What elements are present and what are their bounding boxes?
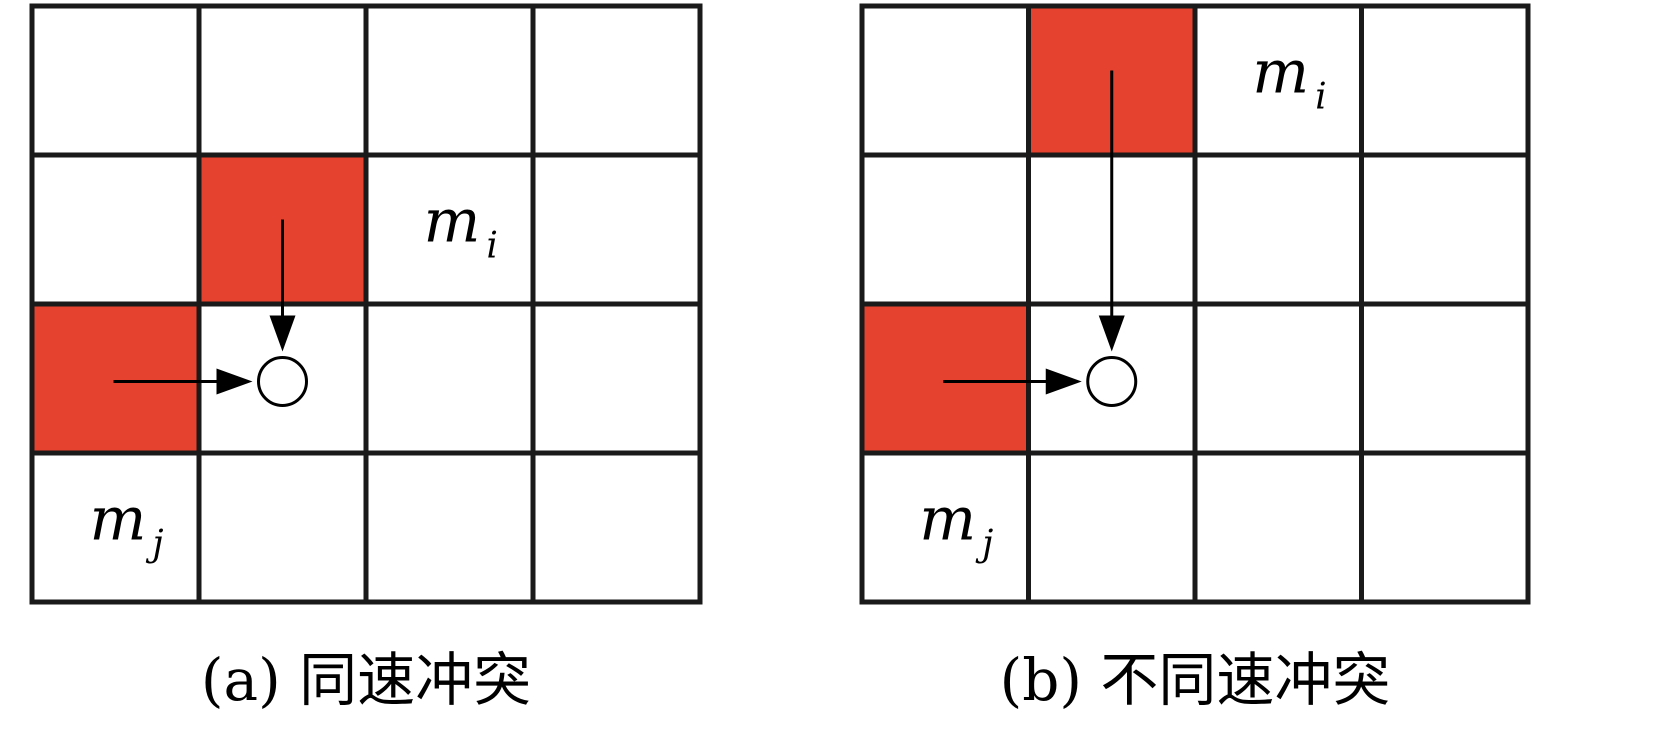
panel-b-grid — [859, 3, 1531, 605]
panel-b-conflict-point — [1086, 356, 1138, 407]
panel-a-caption: (a) 同速冲突 — [201, 646, 531, 714]
arrowhead-right — [216, 368, 253, 395]
arrowhead-right — [1045, 368, 1082, 395]
arrowhead-down — [1098, 315, 1125, 352]
occupied-cell — [32, 304, 199, 453]
panel-a-grid — [29, 3, 703, 605]
conflict-point-circle — [257, 356, 308, 407]
conflict-point-circle — [1086, 356, 1138, 407]
panel-a-occupied-cells — [32, 155, 366, 453]
arrowhead-down — [269, 315, 296, 352]
panel-b-motion-arrows — [943, 70, 1125, 395]
occupied-cell — [862, 304, 1029, 453]
panel-a-motion-arrows — [113, 219, 296, 395]
panel-b-caption: (b) 不同速冲突 — [1000, 646, 1391, 714]
panel-a-conflict-point — [257, 356, 308, 407]
